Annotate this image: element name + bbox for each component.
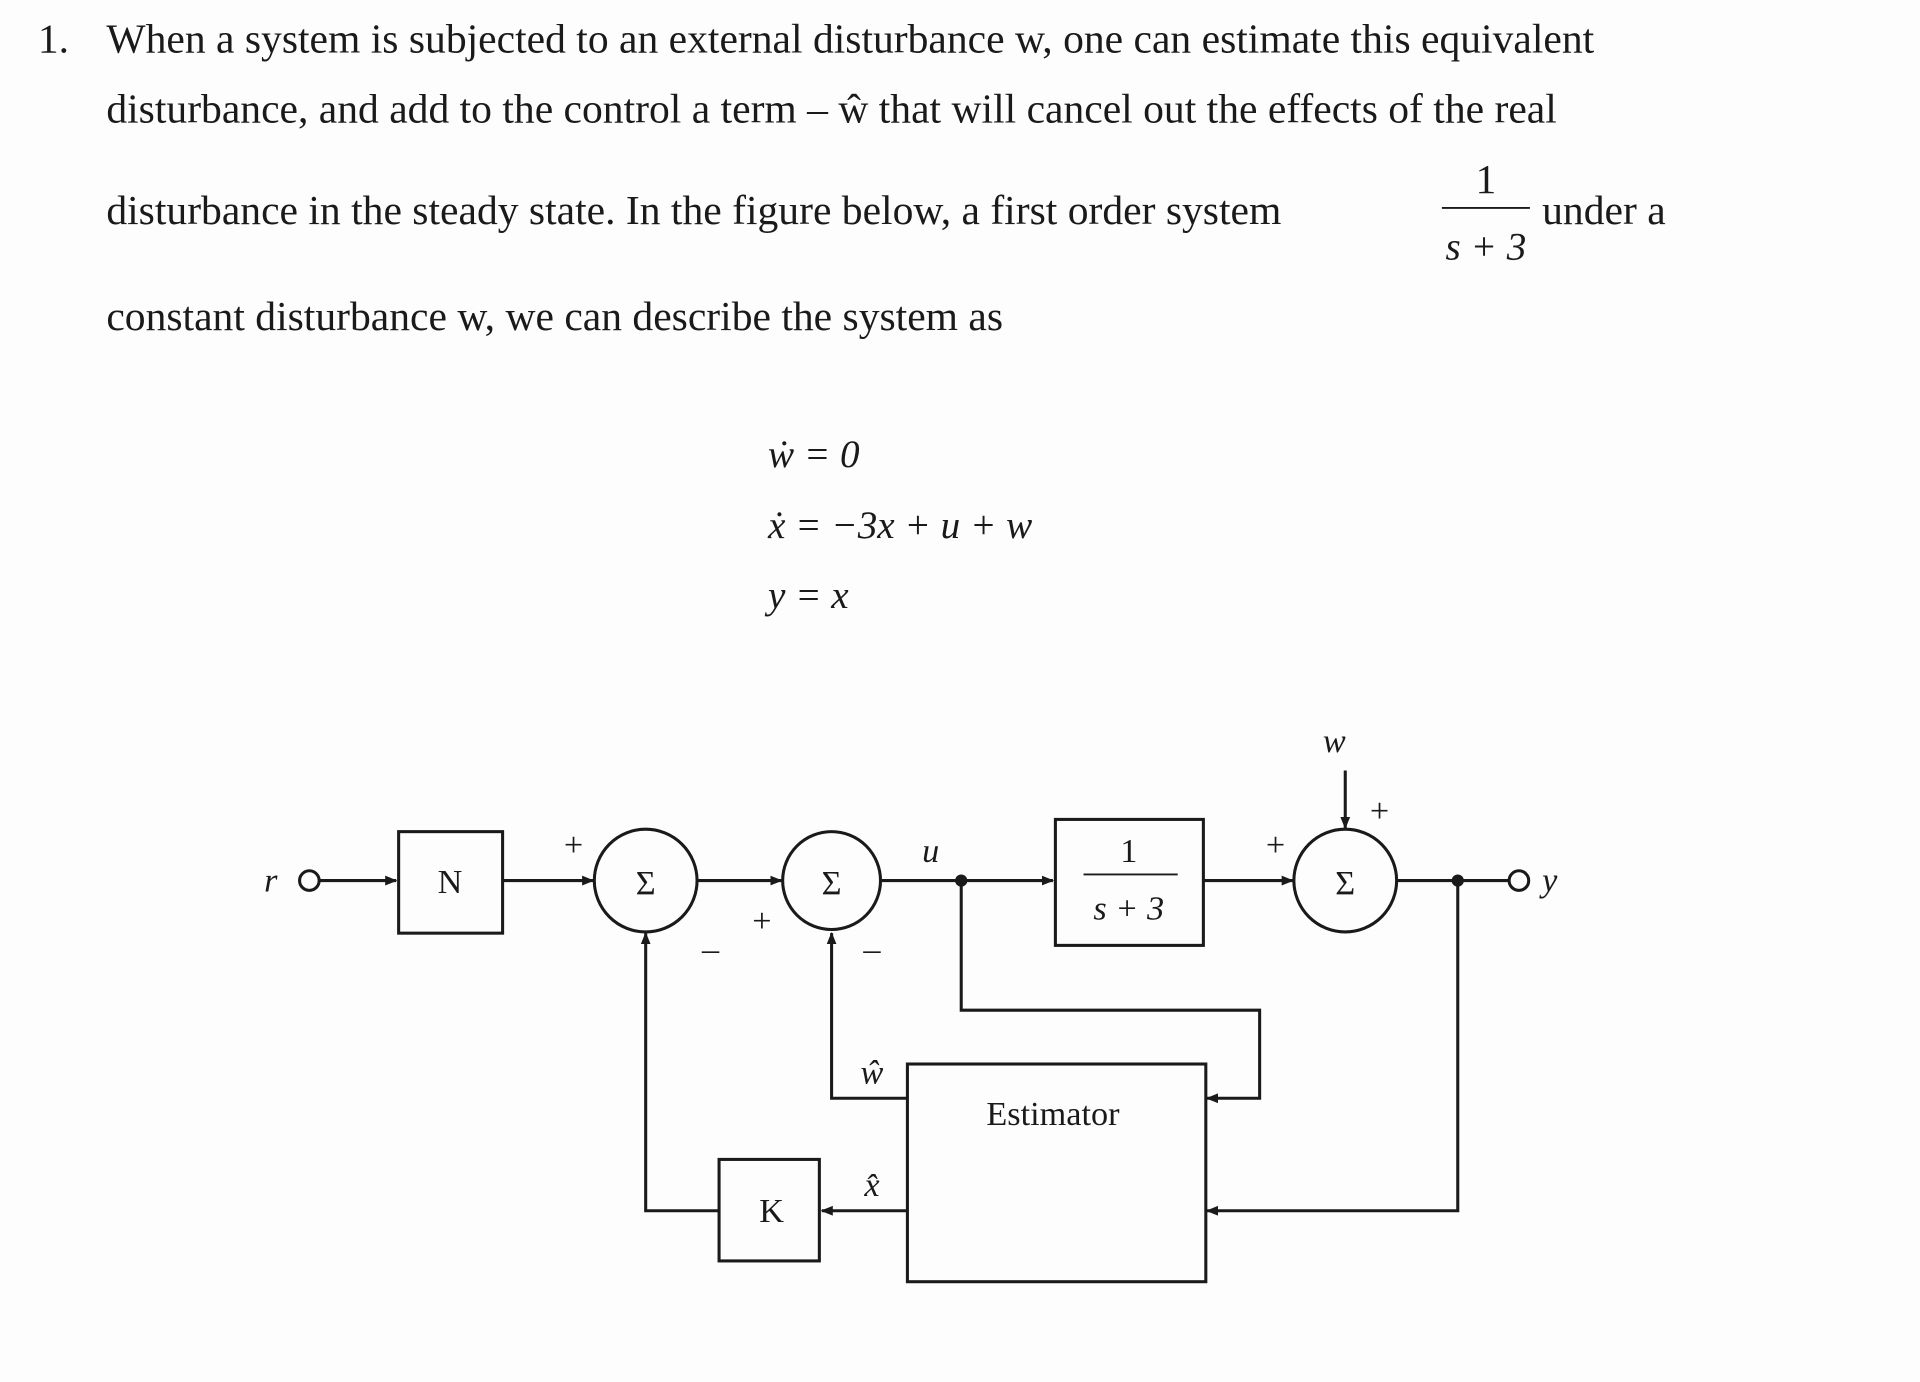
gain-n-label: N: [438, 863, 463, 901]
problem-text: 1. When a system is subjected to an exte…: [38, 16, 1666, 340]
text-line-4: constant disturbance w, we can describe …: [106, 293, 1003, 339]
problem-number: 1.: [38, 16, 69, 62]
summing-junction-2: [781, 830, 883, 932]
sum-1-minus: –: [701, 930, 720, 968]
wire-u-to-estimator: [959, 880, 1262, 1104]
summing-junction-1: [592, 827, 699, 934]
sum-1-plus: +: [564, 826, 583, 864]
estimator-block: [905, 1062, 1208, 1284]
text-line-1: When a system is subjected to an externa…: [106, 16, 1594, 62]
sum-2-symbol: Σ: [822, 864, 842, 902]
estimator-label: Estimator: [986, 1095, 1120, 1133]
equation-x-dot: ẋ = −3x + u + w: [767, 504, 1032, 547]
text-line-3-end: under a: [1542, 187, 1666, 233]
w-hat-label: ŵ: [861, 1054, 884, 1092]
wire-w-hat: [826, 931, 908, 1100]
summing-junction-3: [1292, 827, 1399, 934]
input-terminal: [298, 869, 321, 892]
text-line-3: disturbance in the steady state. In the …: [106, 187, 1281, 233]
gain-k-label: K: [759, 1192, 784, 1230]
tf-numerator: 1: [1475, 156, 1496, 202]
equations: ẇ = 0 ẋ = −3x + u + w y = x: [764, 433, 1032, 617]
plant-denominator: s + 3: [1093, 890, 1164, 928]
junction-y: [1451, 874, 1464, 887]
x-hat-label: x̂: [863, 1166, 879, 1204]
block-diagram: r y N Σ + – Σ + – Σ + + w u 1 s + 3 Esti…: [264, 722, 1558, 1284]
gain-k-block: [717, 1157, 821, 1263]
sum-3-symbol: Σ: [1335, 864, 1355, 902]
output-terminal: [1507, 869, 1531, 892]
junction-u: [955, 874, 968, 887]
sum-3-plus-top: +: [1370, 792, 1389, 830]
equation-output: y = x: [764, 574, 849, 617]
text-line-2: disturbance, and add to the control a te…: [106, 85, 1556, 131]
wire-y-to-estimator: [1205, 880, 1460, 1216]
gain-n-block: [397, 830, 505, 935]
equation-w-dot: ẇ = 0: [768, 433, 860, 476]
input-label: r: [264, 862, 278, 900]
sum-2-minus: –: [862, 930, 881, 968]
sum-1-symbol: Σ: [636, 864, 656, 902]
sum-3-plus-left: +: [1266, 826, 1285, 864]
sum-2-plus: +: [752, 902, 771, 940]
output-label: y: [1539, 862, 1558, 900]
plant-block: [1053, 817, 1205, 947]
wire-k-feedback: [640, 931, 720, 1213]
control-label: u: [922, 832, 939, 870]
disturbance-label: w: [1323, 722, 1346, 760]
tf-denominator: s + 3: [1446, 225, 1527, 268]
plant-numerator: 1: [1120, 832, 1137, 870]
